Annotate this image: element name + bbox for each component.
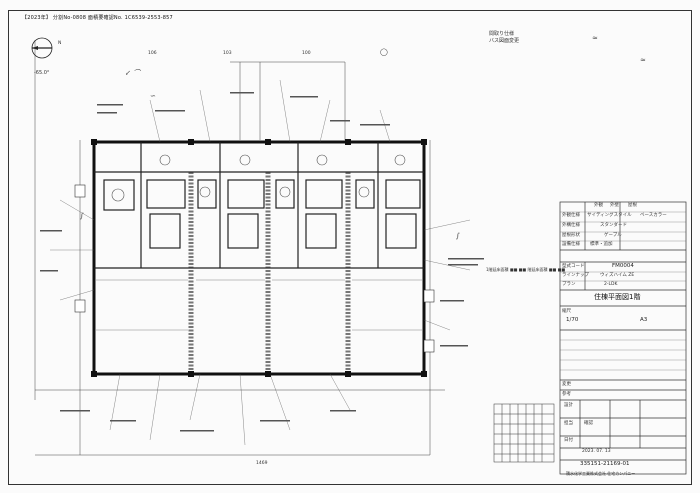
spec-row-5-label: 設備仕様 [562, 242, 580, 247]
bottom-row-2: 担当 [564, 421, 573, 426]
compass-bearing: -65.0° [34, 70, 50, 76]
scale: 1/70 [566, 317, 579, 323]
handwritten-note: ∫ [456, 232, 460, 240]
handwritten-note: ↙ ⌒ [125, 69, 141, 77]
top-right-note-1: 間取り仕様 [489, 31, 515, 37]
model-code: FM0004 [612, 263, 634, 269]
handwritten-note: ≈ [592, 34, 598, 42]
spec-row-3-label: 外構仕様 [562, 223, 580, 228]
bottom-row-1: 設計 [564, 403, 573, 408]
series: ウィズハイム ZE [600, 273, 635, 278]
model-code-label: 型式コード [562, 264, 585, 269]
spec-row-1-col-1: 外観 [594, 203, 603, 208]
drawing-frame [8, 10, 692, 485]
spec-row-1-col-2: 外壁 [610, 203, 619, 208]
reference-label: 参考 [562, 392, 571, 397]
paper-size: A3 [640, 317, 648, 323]
drawing-date: 2023. 07. 13 [582, 449, 611, 454]
compass-label: N [58, 41, 62, 46]
revision-label: 変更 [562, 382, 571, 387]
header-text: 【2023年】 分割No-0808 面積要確認No. 1C6539-2553-8… [22, 15, 173, 21]
spec-row-3-value: スタンダード [600, 223, 627, 228]
spec-row-1-col-3: 屋根 [628, 203, 637, 208]
grid-label-100: 100 [302, 51, 311, 56]
drawing-name: 住棟平面図1階 [594, 293, 641, 301]
grid-label-103: 103 [223, 51, 232, 56]
company-name: 積水化学工業株式会社 住宅カンパニー [566, 471, 636, 476]
floor-area-note: 1階延床面積 ■■ ■■ 階延床面積 ■■ ■■ [486, 267, 566, 272]
spec-row-2-value: サイディングスタイル [587, 213, 632, 218]
handwritten-note: ≈ [640, 56, 646, 64]
drawing-number: 335151-21169-01 [580, 461, 630, 467]
spec-row-4-label: 屋根形状 [562, 233, 580, 238]
handwritten-note: ∽ [150, 92, 156, 100]
handwritten-note: ◯ [380, 48, 388, 56]
top-right-note-2: バス図面変更 [489, 38, 520, 44]
series-label: ラインナップ [562, 273, 589, 278]
bottom-row-3: 確認 [584, 421, 593, 426]
spec-row-5-value: 標準・追加 [590, 242, 613, 247]
scale-label: 縮尺 [562, 309, 571, 314]
bottom-dimension: 1469 [256, 461, 268, 466]
grid-label-106: 106 [148, 51, 157, 56]
spec-row-2-label: 外観仕様 [562, 213, 580, 218]
bottom-row-4: 日付 [564, 438, 573, 443]
plan-label: プラン [562, 282, 576, 287]
plan: 2-LDK [604, 282, 618, 287]
spec-row-2-extra: ベースカラー [640, 213, 667, 218]
spec-row-4-value: ゲーブル [604, 233, 622, 238]
handwritten-note: ∫ [80, 212, 84, 220]
